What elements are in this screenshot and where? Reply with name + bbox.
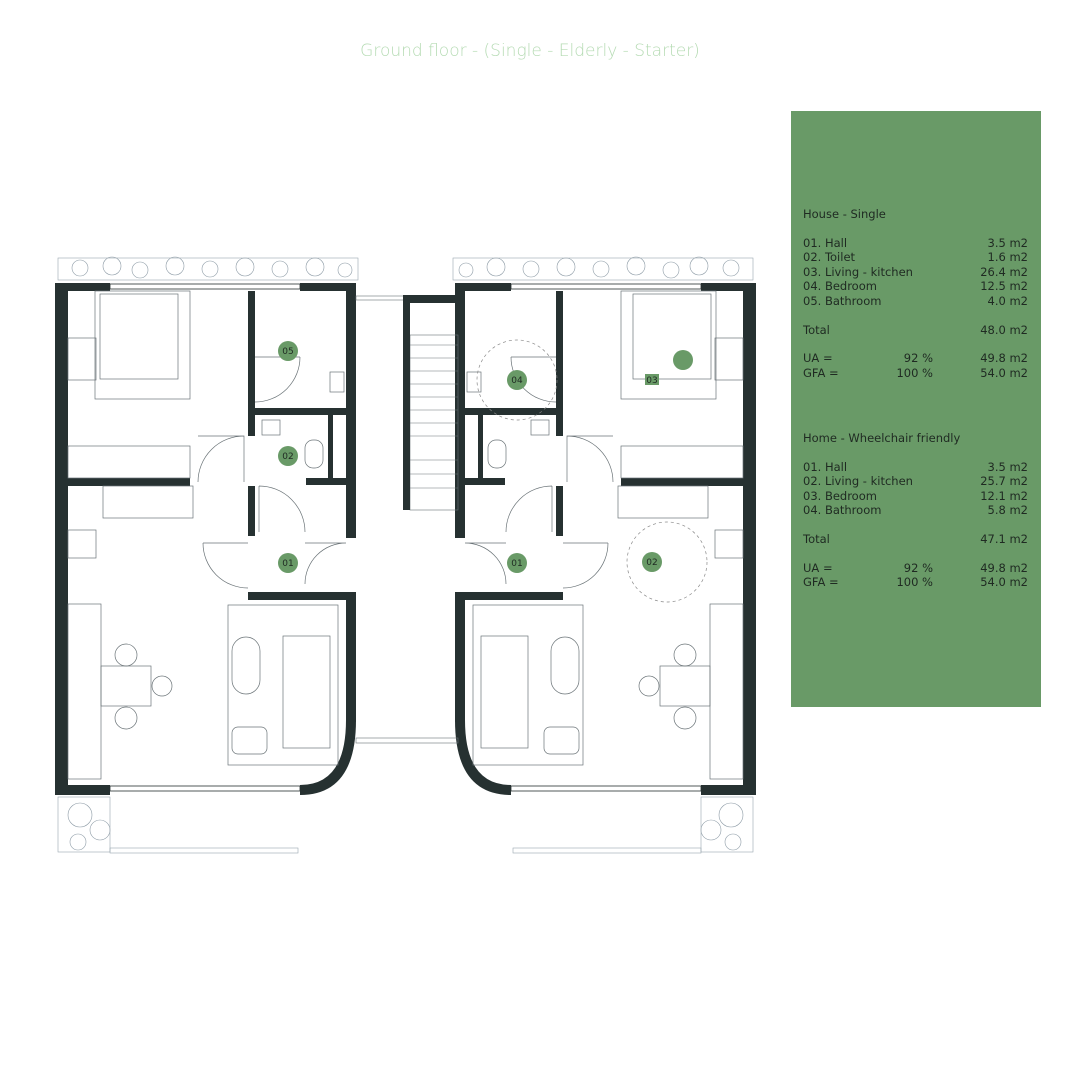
room-name: 04. Bedroom xyxy=(803,279,877,294)
room-row: 02. Living - kitchen 25.7 m2 xyxy=(803,474,1028,489)
room-name: 02. Living - kitchen xyxy=(803,474,913,489)
room-label-right-02: 02 xyxy=(642,552,662,572)
gfa-row: GFA =100 %54.0 m2 xyxy=(803,575,1028,590)
room-name: 03. Living - kitchen xyxy=(803,264,913,279)
svg-text:01: 01 xyxy=(282,559,293,569)
gfa-row: GFA =100 %54.0 m2 xyxy=(803,365,1028,380)
room-row: 04. Bedroom 12.5 m2 xyxy=(803,279,1028,294)
room-area: 12.5 m2 xyxy=(980,279,1028,294)
svg-text:03: 03 xyxy=(646,376,657,386)
room-area: 3.5 m2 xyxy=(987,235,1028,250)
room-area: 25.7 m2 xyxy=(980,474,1028,489)
room-label-left-01: 01 xyxy=(278,553,298,573)
room-area: 3.5 m2 xyxy=(987,459,1028,474)
room-name: 02. Toilet xyxy=(803,250,856,265)
room-name: 03. Bedroom xyxy=(803,488,877,503)
room-area: 1.6 m2 xyxy=(987,250,1028,265)
room-area: 4.0 m2 xyxy=(987,293,1028,308)
room-area: 26.4 m2 xyxy=(980,264,1028,279)
room-row: 05. Bathroom 4.0 m2 xyxy=(803,294,1028,309)
unit-left-single xyxy=(54,256,359,854)
area-schedule-panel: House - Single 01. Hall 3.5 m2 02. Toilet… xyxy=(791,111,1041,707)
room-label-right-01: 01 xyxy=(507,553,527,573)
svg-text:02: 02 xyxy=(282,452,293,462)
room-name: 05. Bathroom xyxy=(803,293,882,308)
room-name: 04. Bathroom xyxy=(803,503,882,518)
house-single-schedule: House - Single 01. Hall 3.5 m2 02. Toilet… xyxy=(803,207,1028,380)
room-row: 03. Living - kitchen 26.4 m2 xyxy=(803,265,1028,280)
ua-row: UA =92 %49.8 m2 xyxy=(803,560,1028,575)
room-row: 01. Hall 3.5 m2 xyxy=(803,236,1028,251)
sheet-title: Ground floor - (Single - Elderly - Start… xyxy=(360,41,700,61)
svg-text:05: 05 xyxy=(282,347,293,357)
room-label-right-03: 03 xyxy=(645,350,693,386)
ua-row: UA =92 %49.8 m2 xyxy=(803,351,1028,366)
home-wheelchair-schedule: Home - Wheelchair friendly 01. Hall 3.5 m… xyxy=(803,431,1028,590)
section-heading: House - Single xyxy=(803,207,886,221)
svg-text:01: 01 xyxy=(511,559,522,569)
room-area: 12.1 m2 xyxy=(980,488,1028,503)
room-row: 01. Hall 3.5 m2 xyxy=(803,460,1028,475)
room-name: 01. Hall xyxy=(803,235,848,250)
svg-text:02: 02 xyxy=(646,558,657,568)
room-row: 02. Toilet 1.6 m2 xyxy=(803,250,1028,265)
room-name: 01. Hall xyxy=(803,459,848,474)
svg-text:04: 04 xyxy=(511,376,523,386)
room-label-left-05: 05 xyxy=(278,341,298,361)
room-area: 5.8 m2 xyxy=(987,503,1028,518)
staircase xyxy=(355,295,459,744)
room-row: 04. Bathroom 5.8 m2 xyxy=(803,503,1028,518)
unit-right-wheelchair xyxy=(452,256,757,854)
room-row: 03. Bedroom 12.1 m2 xyxy=(803,489,1028,504)
room-label-left-02: 02 xyxy=(278,446,298,466)
section-heading: Home - Wheelchair friendly xyxy=(803,431,961,445)
room-label-right-04: 04 xyxy=(507,370,527,390)
